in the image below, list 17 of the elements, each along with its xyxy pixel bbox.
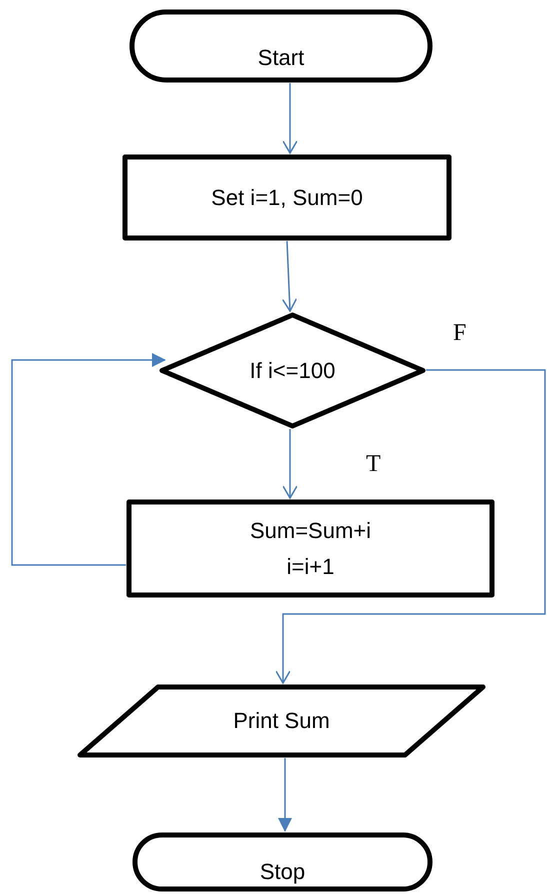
arrow <box>282 240 298 312</box>
arrow <box>11 353 166 566</box>
io-parallelogram <box>78 685 485 757</box>
node-text: Start <box>258 44 304 72</box>
arrow <box>282 83 298 154</box>
process-box <box>123 155 451 240</box>
arrow <box>278 758 292 832</box>
node-text: If i<=100 <box>250 356 336 384</box>
arrow <box>282 429 298 499</box>
terminal-shape <box>133 833 432 891</box>
node-text: Stop <box>260 858 306 886</box>
node-text: Sum=Sum+i i=i+1 <box>248 516 372 580</box>
arrow <box>275 369 546 684</box>
process-box <box>127 500 494 597</box>
decision-diamond <box>160 313 425 428</box>
node-text: Set i=1, Sum=0 <box>211 184 363 212</box>
node-text: Print Sum <box>233 707 330 735</box>
